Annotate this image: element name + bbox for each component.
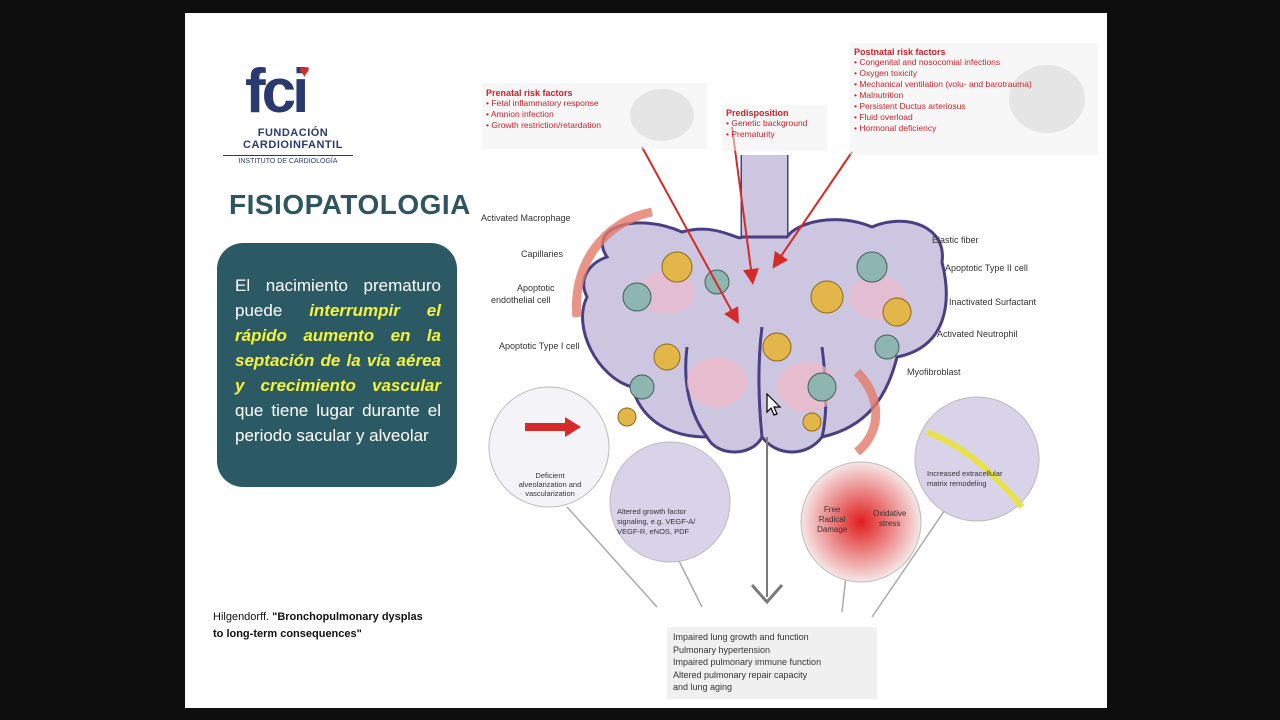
circle3-line: Radical <box>818 515 846 524</box>
label-apoptotic-endothelial-1: Apoptotic <box>517 283 555 293</box>
outcome-item: Impaired lung growth and function <box>673 632 809 642</box>
outcome-item: Impaired pulmonary immune function <box>673 657 822 667</box>
mouse-cursor-icon <box>766 393 782 416</box>
bpd-diagram: Prenatal risk factors • Fetal inflammato… <box>477 27 1105 707</box>
slide: fci ♥ FUNDACIÓN CARDIOINFANTIL INSTITUTO… <box>185 13 1107 708</box>
circle4-caption: Increased extracellular matrix remodelin… <box>927 469 1002 489</box>
circle3-caption-right: Oxidative stress <box>873 509 906 529</box>
citation-title-2: to long-term consequences" <box>213 628 362 640</box>
logo-subtitle: INSTITUTO DE CARDIOLOGÍA <box>223 155 353 165</box>
prenatal-item: • Fetal inflammatory response <box>486 98 599 108</box>
callout-text-1: El nacimiento prematuro puede <box>235 276 441 320</box>
postnatal-item: • Fluid overload <box>854 112 913 122</box>
outcome-item: and lung aging <box>673 682 733 692</box>
postnatal-item: • Persistent Ductus arteriosus <box>854 101 966 111</box>
label-apoptotic-type2: Apoptotic Type II cell <box>945 263 1028 273</box>
logo-mark: fci <box>245 57 309 126</box>
fci-logo: fci ♥ FUNDACIÓN CARDIOINFANTIL INSTITUTO… <box>215 55 355 175</box>
circle2-line: Altered growth factor <box>617 507 687 516</box>
citation-author: Hilgendorff. <box>213 611 273 623</box>
callout-highlight: interrumpir el rápido aumento en la sept… <box>235 301 441 395</box>
slide-title: FISIOPATOLOGIA <box>229 189 471 220</box>
circle4-line: Increased extracellular <box>927 469 1003 478</box>
postnatal-item: • Oxygen toxicity <box>854 68 917 78</box>
circle1-line: Deficient <box>535 471 565 480</box>
predisposition-item: • Genetic background <box>726 118 808 128</box>
label-apoptotic-type1: Apoptotic Type I cell <box>499 341 580 351</box>
predisposition-item: • Prematurity <box>726 129 775 139</box>
label-activated-macrophage: Activated Macrophage <box>481 213 571 223</box>
circle4-line: matrix remodeling <box>927 479 987 488</box>
postnatal-item: • Hormonal deficiency <box>854 123 937 133</box>
circle1-caption: Deficient alveolarization and vasculariz… <box>517 471 583 498</box>
postnatal-item: • Congenital and nosocomial infections <box>854 57 1001 67</box>
label-myofibroblast: Myofibroblast <box>907 367 961 377</box>
heart-icon: ♥ <box>299 61 310 81</box>
predisposition-title: Predisposition <box>726 108 789 118</box>
circle3-line: Damage <box>817 525 848 534</box>
outcomes-box: Impaired lung growth and function Pulmon… <box>667 627 877 699</box>
label-capillaries: Capillaries <box>521 249 564 259</box>
circle1-line: vascularization <box>525 489 575 498</box>
postnatal-risk-box: Postnatal risk factors • Congenital and … <box>850 43 1098 155</box>
label-elastic-fiber: Elastic fiber <box>932 235 979 245</box>
citation: Hilgendorff. "Bronchopulmonary dysplas t… <box>213 609 473 643</box>
circle2-line: VEGF-R, eNOS, PDF <box>617 527 690 536</box>
outcome-item: Pulmonary hypertension <box>673 644 771 655</box>
prenatal-item: • Amnion infection <box>486 109 554 119</box>
callout-box: El nacimiento prematuro puede interrumpi… <box>217 243 457 487</box>
postnatal-item: • Malnutrition <box>854 90 904 100</box>
predisposition-box: Predisposition • Genetic background • Pr… <box>722 105 827 151</box>
label-inactivated-surfactant: Inactivated Surfactant <box>949 297 1037 307</box>
outcome-item: Altered pulmonary repair capacity <box>673 669 808 680</box>
logo-line2: CARDIOINFANTIL <box>243 139 343 151</box>
prenatal-risk-box: Prenatal risk factors • Fetal inflammato… <box>482 83 707 149</box>
postnatal-title: Postnatal risk factors <box>854 47 946 57</box>
postnatal-item: • Mechanical ventilation (volu- and baro… <box>854 79 1032 89</box>
circle3-line: Free <box>823 505 841 514</box>
citation-title-1: "Bronchopulmonary dysplas <box>272 611 423 623</box>
prenatal-title: Prenatal risk factors <box>486 88 573 98</box>
label-activated-neutrophil: Activated Neutrophil <box>937 329 1018 339</box>
logo-line1: FUNDACIÓN <box>257 127 329 139</box>
circle2-caption: Altered growth factor signaling, e.g. VE… <box>617 507 695 537</box>
circle3-line: stress <box>879 519 901 528</box>
circle3-caption-left: Free Radical Damage <box>817 505 847 535</box>
label-apoptotic-endothelial-2: endothelial cell <box>491 295 551 305</box>
circle1-line: alveolarization and <box>518 480 582 489</box>
circle2-line: signaling, e.g. VEGF-A/ <box>617 517 696 526</box>
callout-text-2: que tiene lugar durante el periodo sacul… <box>235 401 441 445</box>
prenatal-item: • Growth restriction/retardation <box>486 120 601 130</box>
circle3-line: Oxidative <box>873 509 907 518</box>
